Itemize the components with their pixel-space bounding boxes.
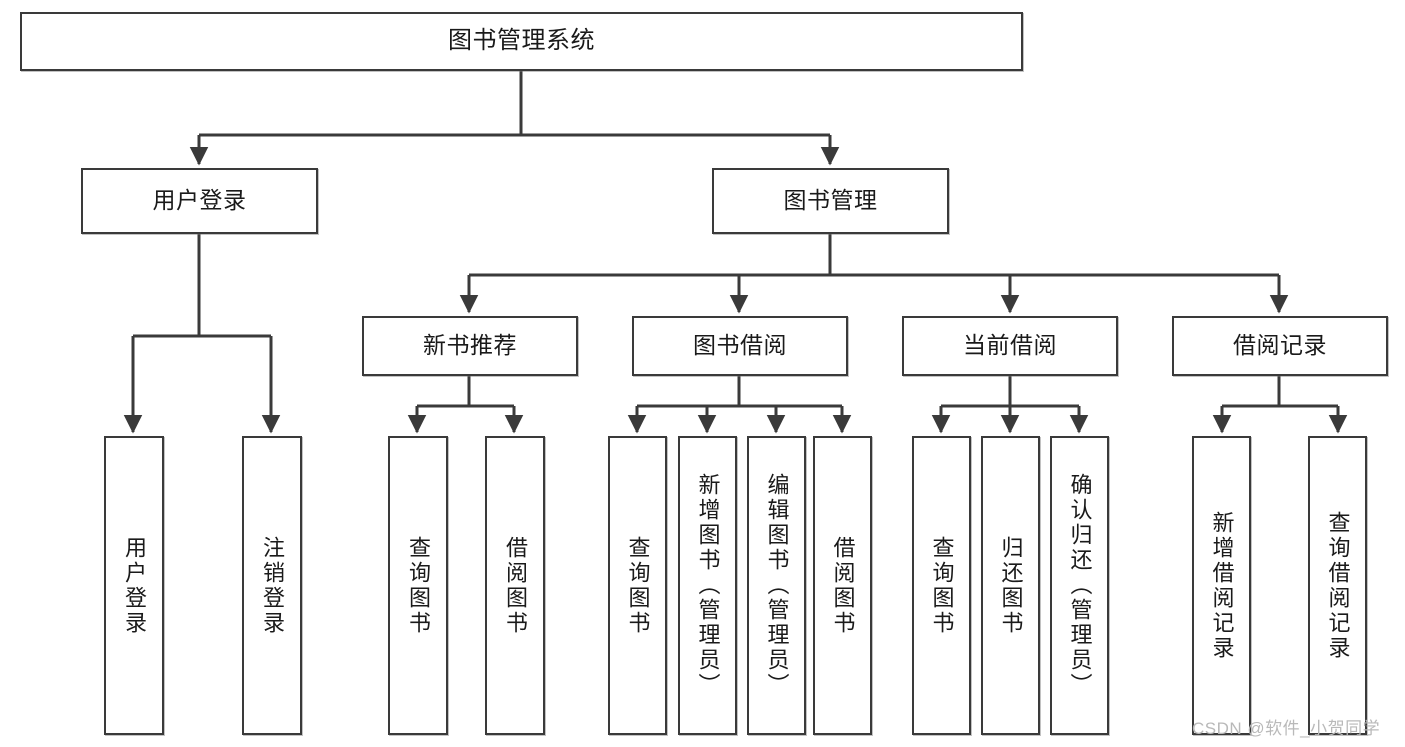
node-label: 用户登录 [152, 187, 247, 214]
node-label: 编辑图书（管理员） [764, 473, 790, 698]
node-book-manage[interactable]: 图书管理 [712, 168, 949, 234]
leaf-logout-login[interactable]: 注销登录 [242, 436, 302, 735]
node-borrow-record[interactable]: 借阅记录 [1172, 316, 1388, 376]
node-label: 新增图书（管理员） [695, 473, 721, 698]
node-label: 借阅记录 [1233, 332, 1327, 359]
leaf-add-book[interactable]: 新增图书（管理员） [678, 436, 737, 735]
node-label: 查询图书 [406, 535, 431, 636]
leaf-borrow-book-2[interactable]: 借阅图书 [813, 436, 872, 735]
node-label: 用户登录 [122, 535, 147, 636]
node-label: 当前借阅 [963, 332, 1057, 359]
leaf-add-record[interactable]: 新增借阅记录 [1192, 436, 1251, 735]
leaf-query-book-1[interactable]: 查询图书 [388, 436, 448, 735]
node-new-book-recommend[interactable]: 新书推荐 [362, 316, 578, 376]
node-label: 查询借阅记录 [1325, 510, 1351, 661]
leaf-confirm-return[interactable]: 确认归还（管理员） [1050, 436, 1109, 735]
node-label: 查询图书 [929, 535, 955, 636]
leaf-user-login[interactable]: 用户登录 [104, 436, 164, 735]
leaf-query-book-3[interactable]: 查询图书 [912, 436, 971, 735]
node-book-management-system[interactable]: 图书管理系统 [20, 12, 1023, 71]
node-label: 查询图书 [625, 535, 651, 636]
node-label: 图书管理系统 [448, 27, 595, 55]
leaf-return-book[interactable]: 归还图书 [981, 436, 1040, 735]
node-label: 借阅图书 [830, 535, 856, 636]
leaf-borrow-book-1[interactable]: 借阅图书 [485, 436, 545, 735]
node-book-borrow[interactable]: 图书借阅 [632, 316, 848, 376]
node-label: 注销登录 [260, 535, 285, 636]
node-label: 图书管理 [783, 187, 878, 214]
watermark: CSDN @软件_小贺同学 [1192, 719, 1381, 738]
leaf-edit-book[interactable]: 编辑图书（管理员） [747, 436, 806, 735]
leaf-query-record[interactable]: 查询借阅记录 [1308, 436, 1367, 735]
node-label: 借阅图书 [503, 535, 528, 636]
node-label: 新书推荐 [423, 332, 517, 359]
leaf-query-book-2[interactable]: 查询图书 [608, 436, 667, 735]
node-label: 确认归还（管理员） [1067, 473, 1093, 698]
node-label: 新增借阅记录 [1209, 510, 1235, 661]
node-label: 归还图书 [998, 535, 1024, 636]
node-current-borrow[interactable]: 当前借阅 [902, 316, 1118, 376]
node-label: 图书借阅 [693, 332, 787, 359]
node-user-login[interactable]: 用户登录 [81, 168, 318, 234]
